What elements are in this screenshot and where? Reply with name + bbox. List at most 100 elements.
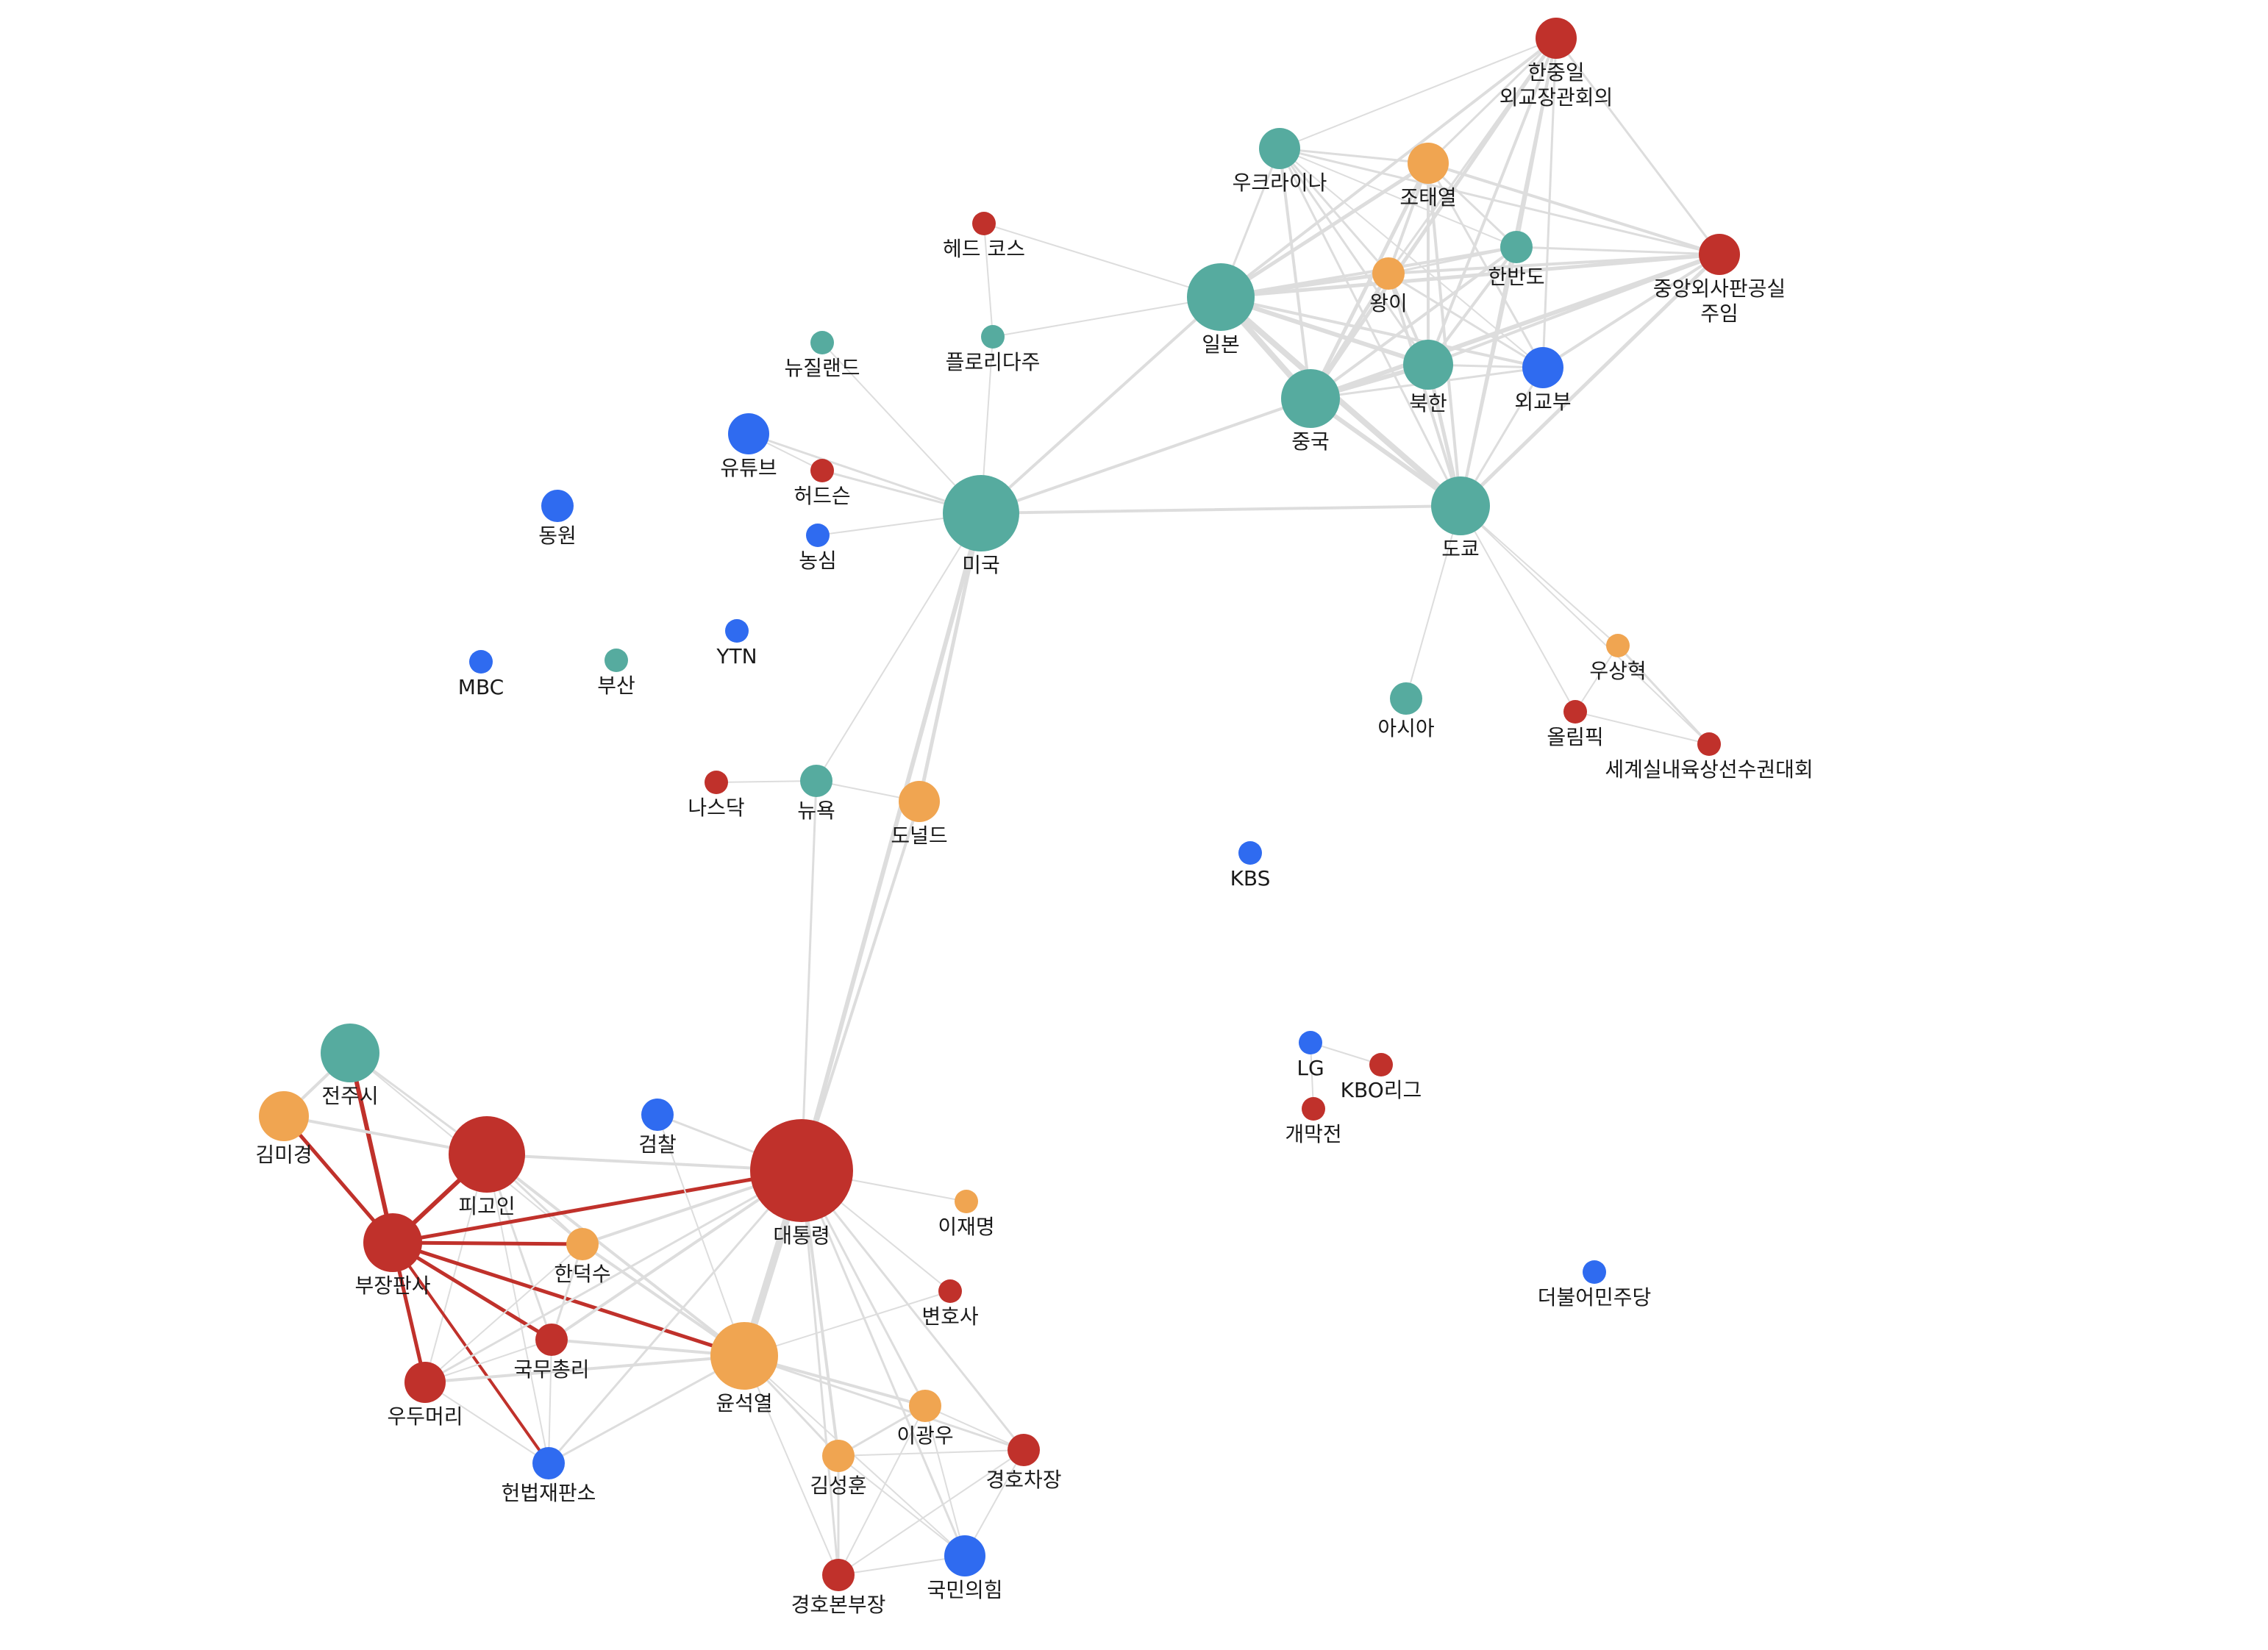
node-dpk[interactable] (1583, 1260, 1606, 1284)
node-label-hanjungil-1: 외교장관회의 (1499, 85, 1613, 110)
node-handeoksoo[interactable] (566, 1228, 599, 1260)
edge-tokyo-asia (1405, 505, 1461, 699)
node-label-wooshang: 우상혁 (1589, 659, 1646, 683)
edge-ukraine-china (1278, 147, 1312, 400)
edge-pm-woodumeori (424, 1339, 552, 1383)
node-prosecution[interactable] (641, 1099, 674, 1131)
node-worldindoor[interactable] (1697, 732, 1721, 756)
node-nz[interactable] (810, 331, 834, 354)
node-kimmikyung[interactable] (259, 1091, 309, 1141)
node-lg[interactable] (1299, 1031, 1322, 1054)
node-mofa[interactable] (1522, 347, 1563, 388)
node-label-japan: 일본 (1202, 332, 1240, 357)
node-usa[interactable] (943, 475, 1019, 551)
node-ppp[interactable] (944, 1535, 985, 1576)
node-leejm[interactable] (955, 1190, 978, 1213)
edge-jungang-tokyo (1458, 252, 1722, 508)
edge-pm-constcourt (548, 1339, 552, 1464)
edge-usa-president (799, 511, 983, 1173)
node-japan[interactable] (1187, 263, 1255, 331)
node-wangyi[interactable] (1372, 257, 1405, 290)
node-constcourt[interactable] (532, 1447, 565, 1479)
node-hanbando[interactable] (1500, 231, 1533, 263)
edge-woodumeori-constcourt (424, 1382, 549, 1464)
node-ukraine[interactable] (1259, 128, 1300, 169)
node-defendant[interactable] (449, 1116, 525, 1193)
edge-hanjungil-mofa (1541, 37, 1558, 369)
node-jeonju[interactable] (321, 1024, 379, 1082)
edge-kimsunghoon-ppp (838, 1455, 966, 1557)
node-kbs[interactable] (1238, 841, 1262, 865)
edge-guarddeputy-kimsunghoon (838, 1449, 1024, 1457)
node-president[interactable] (750, 1119, 853, 1222)
edge-olympic-worldindoor (1575, 711, 1710, 745)
node-jungang[interactable] (1699, 234, 1740, 275)
node-asia[interactable] (1390, 682, 1422, 715)
node-yoon[interactable] (710, 1322, 778, 1390)
node-label-jungang-1: 주임 (1700, 301, 1739, 326)
node-label-hanjungil-0: 한중일 (1527, 60, 1584, 85)
edge-tokyo-olympic (1460, 505, 1576, 712)
node-newyork[interactable] (800, 765, 832, 797)
edge-jotaeyeol-tokyo (1427, 162, 1462, 507)
node-kbo[interactable] (1369, 1053, 1393, 1076)
node-northkorea[interactable] (1403, 340, 1453, 390)
edge-tokyo-worldindoor (1460, 505, 1710, 745)
node-label-olympic: 올림픽 (1547, 725, 1603, 749)
node-guarddeputy[interactable] (1008, 1434, 1040, 1466)
node-pm[interactable] (535, 1324, 568, 1356)
edge-ukraine-jungang (1278, 147, 1721, 256)
node-label-asia: 아시아 (1377, 716, 1434, 740)
node-olympic[interactable] (1563, 700, 1587, 724)
edge-jungang-japan (1219, 252, 1722, 299)
edge-jotaeyeol-mofa (1427, 162, 1544, 369)
node-headcoach[interactable] (972, 212, 996, 235)
node-florida[interactable] (981, 325, 1005, 349)
node-judge[interactable] (363, 1213, 422, 1272)
node-ytn[interactable] (725, 619, 749, 643)
edge-ukraine-wangyi (1278, 147, 1390, 275)
node-label-defendant: 피고인 (458, 1194, 515, 1218)
node-label-jungang-0: 중앙외사판공실 (1653, 276, 1786, 301)
edge-japan-northkorea (1219, 295, 1430, 367)
node-layer (259, 18, 1740, 1591)
node-dongwon[interactable] (541, 490, 574, 522)
node-donald[interactable] (899, 781, 940, 822)
node-hudson[interactable] (810, 459, 834, 482)
node-busan[interactable] (605, 649, 628, 672)
node-nasdaq[interactable] (705, 771, 728, 794)
node-china[interactable] (1281, 369, 1340, 428)
node-lawyer[interactable] (938, 1279, 962, 1303)
edge-donald-president (800, 800, 921, 1172)
node-tokyo[interactable] (1431, 476, 1490, 535)
node-label-kimsunghoon: 김성훈 (810, 1474, 866, 1498)
node-woodumeori[interactable] (404, 1362, 446, 1403)
node-label-jotaeyeol: 조태열 (1399, 185, 1456, 210)
edge-jotaeyeol-japan (1219, 161, 1430, 299)
edge-usa-youtube (747, 432, 983, 515)
node-label-handeoksoo: 한덕수 (554, 1262, 610, 1286)
node-label-wangyi: 왕이 (1369, 291, 1408, 315)
node-youtube[interactable] (728, 413, 769, 454)
node-label-donald: 도널드 (891, 824, 947, 848)
node-hanjungil[interactable] (1536, 18, 1577, 59)
node-kimsunghoon[interactable] (822, 1440, 855, 1472)
node-label-ytn: YTN (716, 644, 757, 668)
node-opening[interactable] (1302, 1097, 1325, 1121)
edge-defendant-woodumeori (424, 1154, 488, 1383)
node-label-florida: 플로리다주 (946, 350, 1041, 374)
edge-ukraine-jotaeyeol (1278, 147, 1430, 165)
node-leegwangwoo[interactable] (909, 1390, 941, 1422)
node-label-nz: 뉴질랜드 (784, 356, 860, 380)
node-label-china: 중국 (1291, 429, 1330, 454)
node-label-kbo: KBO리그 (1341, 1078, 1422, 1102)
node-mbc[interactable] (469, 650, 493, 674)
edge-china-tokyo (1308, 396, 1463, 508)
node-label-nasdaq: 나스닥 (688, 796, 744, 820)
node-nongshim[interactable] (806, 524, 830, 547)
node-guardchief[interactable] (822, 1559, 855, 1591)
edge-tokyo-wooshang (1460, 505, 1619, 646)
node-jotaeyeol[interactable] (1408, 143, 1449, 184)
edge-yoon-woodumeori (424, 1354, 746, 1384)
node-wooshang[interactable] (1606, 634, 1630, 657)
